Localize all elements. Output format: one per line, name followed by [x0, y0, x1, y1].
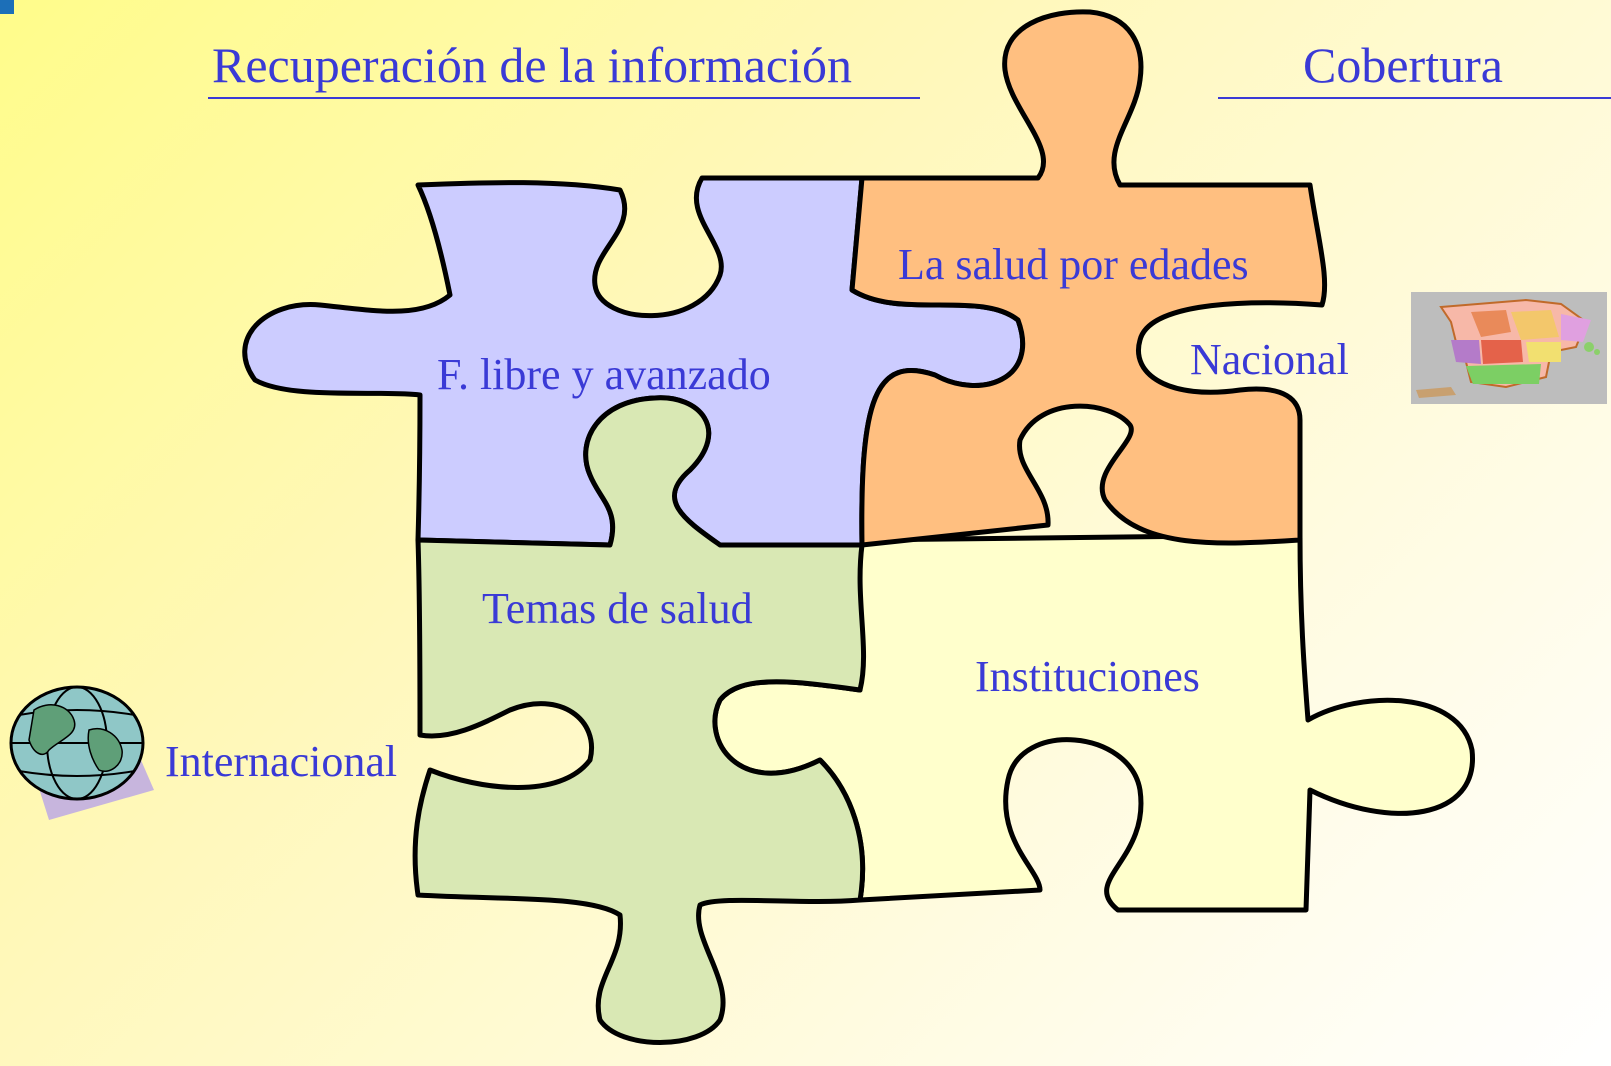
label-nacional: Nacional — [1190, 335, 1349, 384]
spain-map-icon — [1411, 292, 1607, 404]
label-instituciones: Instituciones — [975, 652, 1200, 701]
puzzle-piece-temas — [412, 395, 867, 1045]
label-internacional: Internacional — [165, 737, 398, 786]
label-temas-salud: Temas de salud — [482, 584, 753, 633]
label-salud-edades: La salud por edades — [898, 240, 1249, 289]
heading-recuperacion-underline — [208, 97, 920, 99]
globe-icon — [9, 685, 154, 820]
heading-cobertura-underline — [1218, 97, 1611, 99]
label-f-libre: F. libre y avanzado — [437, 350, 771, 399]
corner-mark — [0, 0, 14, 14]
puzzle-piece-edades — [849, 9, 1328, 548]
heading-recuperacion: Recuperación de la información — [212, 37, 852, 93]
heading-cobertura: Cobertura — [1303, 37, 1503, 93]
